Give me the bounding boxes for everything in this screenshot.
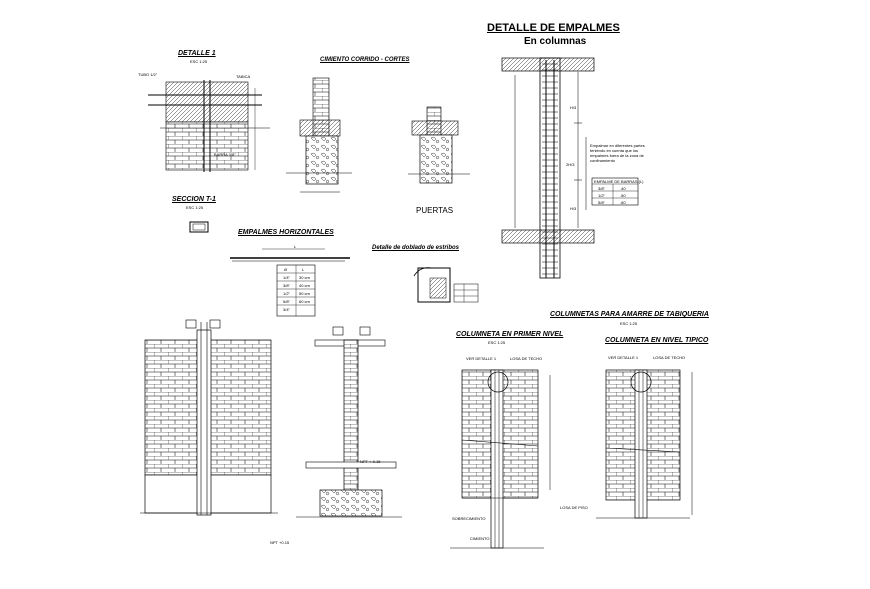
empalmes-columna-drawing: [501, 57, 595, 279]
columnetas-scale: ESC 1:25: [620, 321, 638, 326]
dim-l: L: [294, 244, 297, 249]
te-1-b: .50: [620, 193, 626, 198]
te-2-b: .60: [620, 200, 626, 205]
tr-3-a: 5/8": [283, 299, 290, 304]
cimiento-title: CIMIENTO CORRIDO - CORTES: [320, 57, 410, 63]
tr-0-a: 1/4": [283, 275, 290, 280]
losa-piso: LOSA DE PISO: [560, 505, 588, 510]
empalmes-horizontales-drawing: [230, 248, 350, 262]
seccion-title: SECCION T-1: [172, 196, 216, 203]
th-diam: Ø: [284, 267, 288, 272]
detalle-1-drawing: [148, 80, 270, 172]
tr-1-a: 3/8": [283, 283, 290, 288]
tr-2-a: 1/2": [283, 291, 290, 296]
te-1-a: 1/2": [598, 193, 605, 198]
tr-3-b: 60 cm: [299, 299, 310, 304]
te-0-a: 3/8": [598, 186, 605, 191]
cimiento-label: CIMIENTO: [470, 536, 490, 541]
empalmes-note: Empalmar en diferentes partes teniendo e…: [590, 143, 645, 163]
dim-2h3: 2H/3: [566, 162, 575, 167]
table-empalmes-horizontales: [276, 264, 316, 317]
losa-techo-a: LOSA DE TECHO: [510, 356, 543, 361]
doblado-estribos-drawing: [413, 267, 479, 303]
losa-techo-b: LOSA DE TECHO: [653, 355, 686, 360]
barra-note: BARRA 3/8": [214, 152, 236, 157]
th-l: L: [302, 267, 305, 272]
wall-section-center: [296, 326, 402, 518]
npt-a: NPT +-0.15: [360, 459, 381, 464]
primer-nivel-title: COLUMNETA EN PRIMER NIVEL: [456, 331, 564, 338]
ver-detalle-a: VER DETALLE 1: [466, 356, 497, 361]
empalmes-horizontales-title: EMPALMES HORIZONTALES: [238, 229, 334, 236]
tr-4-a: 3/4": [283, 307, 290, 312]
npt-b: NPT +0.15: [270, 540, 290, 545]
empalmes-title: DETALLE DE EMPALMES: [487, 22, 620, 34]
puertas-label: PUERTAS: [416, 206, 454, 215]
doblado-title: Detalle de doblado de estribos: [372, 245, 460, 251]
te-0-b: .40: [620, 186, 626, 191]
detalle-1-scale: ESC 1:25: [190, 59, 208, 64]
dim-h3-top: H/3: [570, 105, 577, 110]
tr-1-b: 40 cm: [299, 283, 310, 288]
cimiento-corte-1: [286, 77, 352, 193]
tr-2-b: 50 cm: [299, 291, 310, 296]
seccion-t1-drawing: [189, 221, 209, 233]
columneta-nivel-tipico-drawing: [596, 369, 693, 519]
detalle-1-title: DETALLE 1: [178, 50, 216, 57]
tubo-note: TUBO 1/2": [138, 72, 158, 77]
columneta-primer-nivel-drawing: [450, 369, 551, 549]
wall-elevation-left: [140, 319, 278, 516]
primer-nivel-scale: ESC 1:25: [488, 340, 506, 345]
table-emp-header: EMPALME DE BARRAS (L): [594, 179, 644, 184]
seccion-scale: ESC 1:25: [186, 205, 204, 210]
table-empalme-barras: [591, 177, 639, 206]
nivel-tipico-title: COLUMNETA EN NIVEL TIPICO: [605, 337, 709, 344]
ver-detalle-b: VER DETALLE 1: [608, 355, 639, 360]
dim-h3-bottom: H/3: [570, 206, 577, 211]
sobrecimiento-label: SOBRECIMIENTO: [452, 516, 486, 521]
cimiento-corte-2: [408, 106, 470, 184]
tr-0-b: 30 cm: [299, 275, 310, 280]
empalmes-subtitle: En columnas: [524, 36, 587, 47]
te-2-a: 5/8": [598, 200, 605, 205]
columnetas-title: COLUMNETAS PARA AMARRE DE TABIQUERIA: [550, 311, 709, 318]
tabica-note: TABICA: [236, 74, 251, 79]
